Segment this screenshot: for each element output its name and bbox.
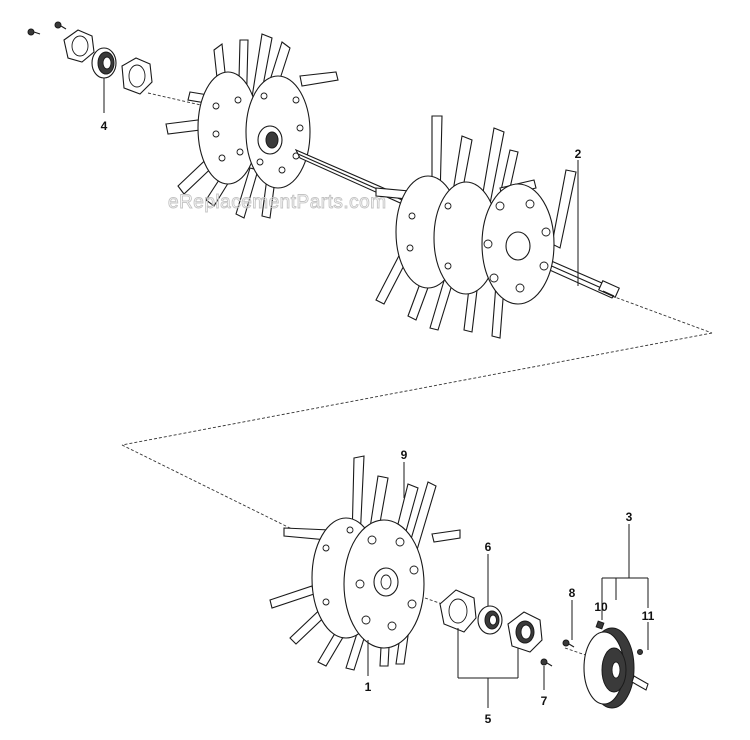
flange-plate-top-2 [121, 57, 153, 95]
callout-7: 7 [541, 694, 548, 708]
nut-item-7 [540, 658, 553, 667]
set-screw-item-11 [631, 649, 649, 691]
screw-top-2 [54, 21, 67, 30]
callout-9: 9 [401, 448, 408, 462]
bearing-item-6 [477, 605, 503, 635]
callout-5: 5 [485, 712, 492, 726]
callout-11: 11 [642, 609, 655, 623]
tine-rotor-bottom [269, 455, 461, 671]
hardware-top-left [27, 21, 153, 95]
hardware-bottom [439, 589, 575, 667]
screw-top-1 [27, 28, 41, 36]
callout-4: 4 [101, 119, 108, 133]
watermark: eReplacementParts.com [168, 192, 387, 213]
screw-item-8 [562, 639, 575, 648]
callout-2: 2 [575, 147, 582, 161]
flange-plate-bottom-1 [439, 589, 477, 633]
sprocket-gear [583, 627, 635, 709]
callout-6: 6 [485, 540, 492, 554]
flange-plate-bottom-2 [507, 611, 543, 653]
callouts: 4 2 9 1 6 5 7 8 3 10 11 [101, 119, 655, 726]
bearing-item-4 [91, 47, 117, 79]
callout-3: 3 [626, 510, 633, 524]
key-item-10 [595, 620, 605, 630]
flange-plate-top-1 [63, 29, 95, 63]
callout-8: 8 [569, 586, 576, 600]
tine-rotor-top-left [165, 33, 339, 219]
tine-rotor-top-right [375, 115, 577, 339]
callout-1: 1 [365, 680, 372, 694]
callout-10: 10 [594, 600, 608, 614]
leader-lines [103, 78, 649, 708]
sprocket-item-3 [583, 620, 649, 709]
